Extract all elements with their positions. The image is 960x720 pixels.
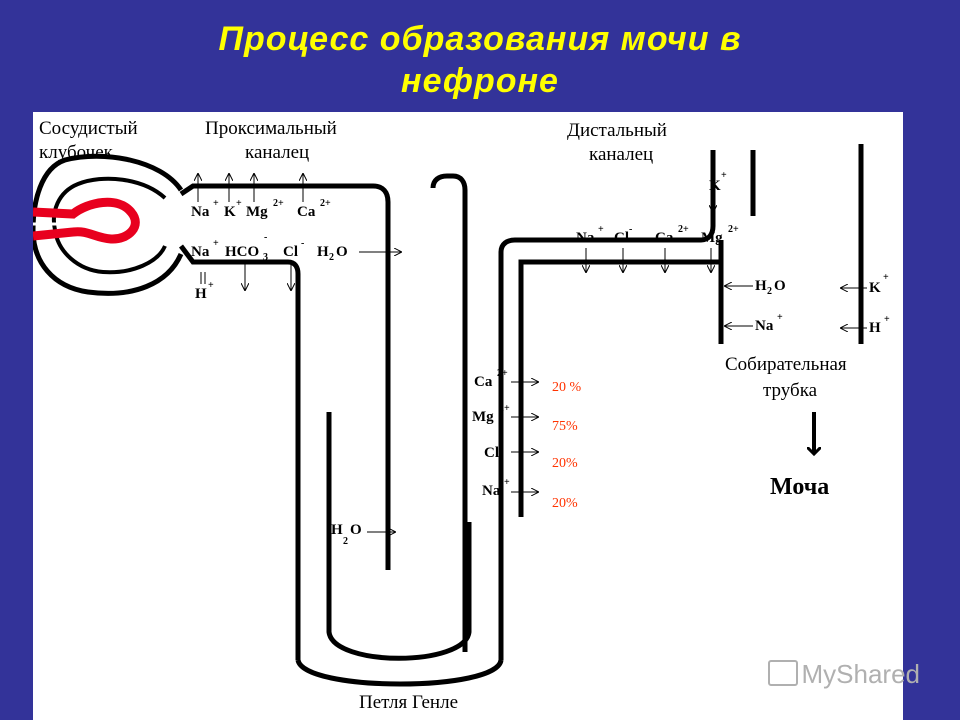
water-h: H — [331, 522, 343, 538]
nephron-diagram-panel: Сосудистый клубочек Проксимальный канале… — [33, 112, 903, 720]
water-h: H — [317, 244, 329, 260]
ion-cl-charge: - — [629, 224, 632, 235]
percentage-mg: 75% — [552, 419, 578, 434]
loop-label: Петля Генле — [359, 692, 458, 713]
ion-cl: Cl — [283, 244, 298, 260]
nephron-diagram: Сосудистый клубочек Проксимальный канале… — [33, 118, 890, 713]
ion-h: H — [195, 286, 207, 302]
distal-k-ion: K + — [709, 170, 727, 212]
ion-cl: Cl — [614, 230, 629, 246]
glomerulus-vessel — [33, 197, 140, 244]
ion-na: Na — [191, 204, 210, 220]
ion-h-charge: + — [208, 280, 214, 291]
urine-label: Моча — [770, 474, 829, 500]
percentage-cl: 20% — [552, 456, 578, 471]
ion-k-charge: + — [883, 272, 889, 283]
ion-ca: Ca — [474, 374, 493, 390]
ion-na: Na — [755, 318, 774, 334]
ion-ca-charge: 2+ — [497, 368, 508, 379]
proximal-label-1: Проксимальный — [205, 118, 337, 139]
ion-k: K — [224, 204, 236, 220]
ion-ca: Ca — [655, 230, 674, 246]
logo-icon — [767, 660, 798, 686]
distal-label-2: каналец — [589, 144, 653, 165]
ion-na: Na — [576, 230, 595, 246]
ion-na-charge: + — [213, 238, 219, 249]
ion-k: K — [869, 280, 881, 296]
collecting-label-1: Собирательная — [725, 354, 847, 375]
ion-mg: Mg — [246, 204, 268, 220]
ion-h: H — [869, 320, 881, 336]
proximal-bottom-ions: Na + HCO 3 - Cl - H 2 O H + — [191, 232, 401, 302]
ion-na-charge: + — [777, 312, 783, 323]
collecting-right-ions: K + H + — [841, 272, 890, 336]
water-o: O — [350, 522, 362, 538]
ion-hco: HCO — [225, 244, 259, 260]
ion-mg-charge: 2+ — [273, 198, 284, 209]
title-line-1: Процесс образования мочи в — [218, 20, 742, 58]
water-sub: 2 — [343, 536, 348, 547]
distal-tubule — [430, 150, 724, 660]
logo-text: MyShared — [801, 659, 921, 689]
ion-hco-charge: - — [264, 232, 267, 243]
ion-k-charge: + — [721, 170, 727, 181]
slide-title: Процесс образования мочи в нефроне — [0, 18, 960, 102]
ion-ca-charge: 2+ — [320, 198, 331, 209]
distal-label-1: Дистальный — [567, 120, 667, 141]
ion-ca: Ca — [297, 204, 316, 220]
ion-na-charge: + — [213, 198, 219, 209]
percentage-ca: 20 % — [552, 380, 582, 395]
glomerulus-label-1: Сосудистый — [39, 118, 138, 139]
water-sub: 2 — [767, 286, 772, 297]
ion-na-charge: + — [598, 224, 604, 235]
ion-hco-sub: 3 — [263, 252, 268, 263]
ion-cl-charge: - — [301, 238, 304, 249]
collecting-left-ions: H 2 O Na + — [725, 278, 786, 334]
collecting-duct — [718, 144, 864, 344]
loop-of-henle — [295, 412, 504, 687]
collecting-label-2: трубка — [763, 380, 818, 401]
ion-ca-charge: 2+ — [678, 224, 689, 235]
ion-na-charge: + — [504, 477, 510, 488]
ion-k-charge: + — [236, 198, 242, 209]
water-h: H — [755, 278, 767, 294]
ion-cl: Cl — [484, 445, 499, 461]
ion-na: Na — [191, 244, 210, 260]
proximal-tubule — [179, 183, 391, 660]
proximal-top-ions: Na + K + Mg 2+ Ca 2+ — [191, 174, 331, 220]
ion-h-charge: + — [884, 314, 890, 325]
ion-mg: Mg — [701, 230, 723, 246]
ion-na: Na — [482, 483, 501, 499]
proximal-label-2: каналец — [245, 142, 309, 163]
title-line-2: нефроне — [401, 62, 559, 100]
loop-ascending-ions: Ca 2+ 20 % Mg 2+ 75% Cl - 20% Na + 20% — [472, 368, 582, 511]
ion-k: K — [709, 178, 721, 194]
water-o: O — [774, 278, 786, 294]
distal-ions: Na + Cl - Ca 2+ Mg 2+ — [576, 224, 739, 272]
watermark-logo: MyShared — [767, 659, 921, 690]
ion-cl-charge: - — [500, 439, 503, 450]
percentage-na: 20% — [552, 496, 578, 511]
ion-mg-charge: 2+ — [499, 403, 510, 414]
ion-mg-charge: 2+ — [728, 224, 739, 235]
ion-mg: Mg — [472, 409, 494, 425]
loop-descending-water: H 2 O — [331, 522, 395, 547]
glomerulus-label-2: клубочек — [39, 142, 114, 163]
water-sub: 2 — [329, 252, 334, 263]
water-o: O — [336, 244, 348, 260]
